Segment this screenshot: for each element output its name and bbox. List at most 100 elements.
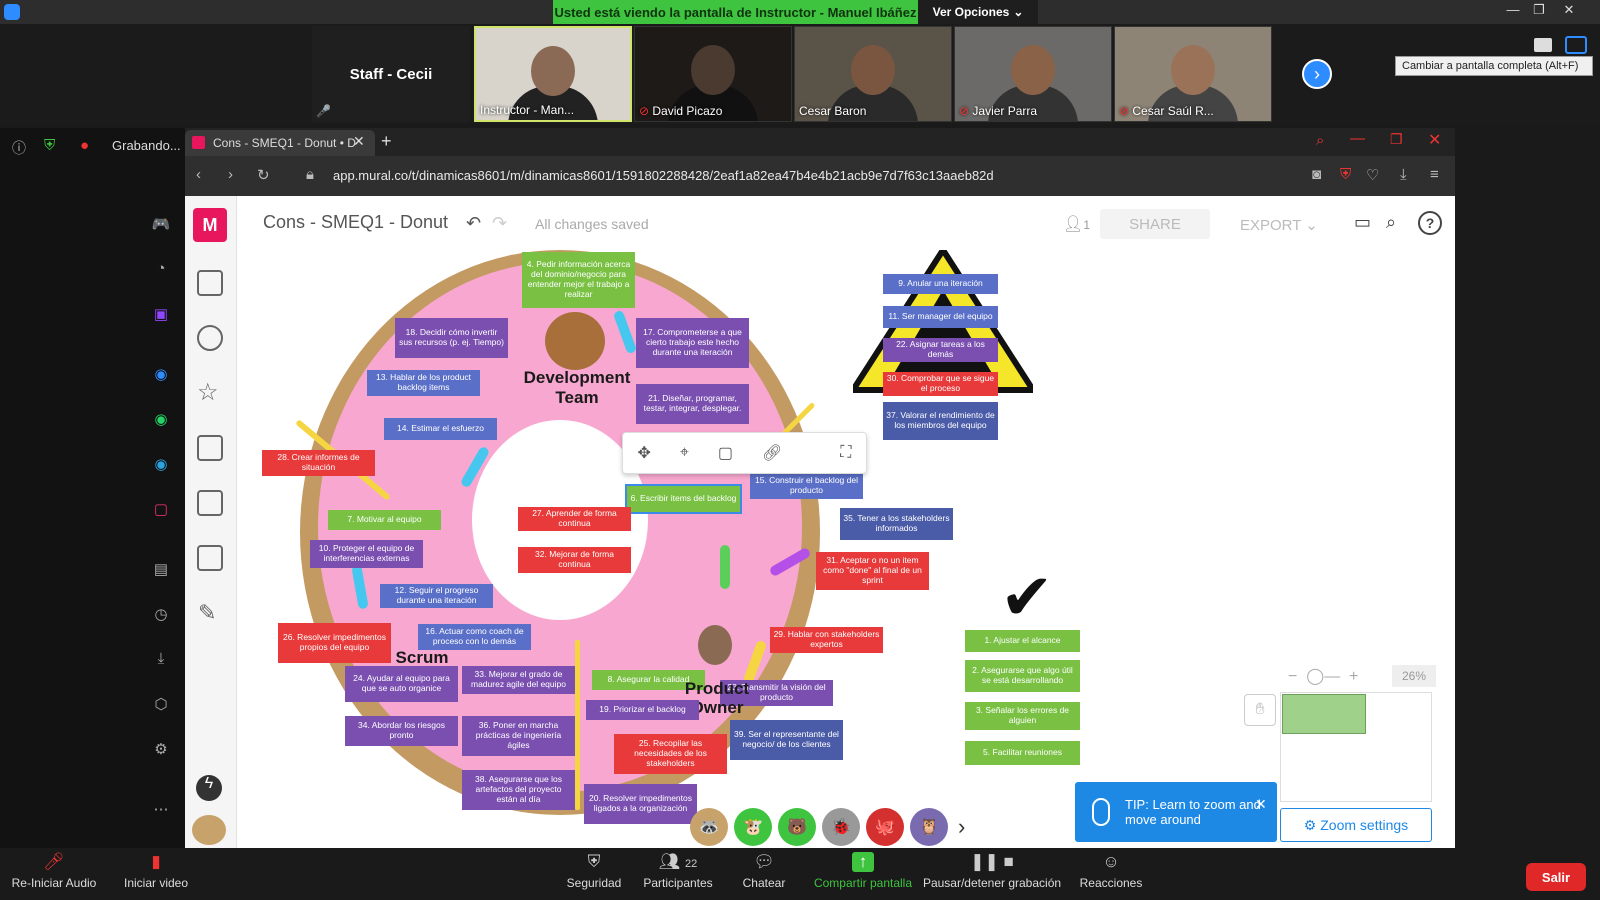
share-screen-button[interactable]: ↑Compartir pantalla [808, 852, 918, 890]
browser-minimize-icon[interactable]: — [1350, 130, 1365, 147]
sticky-note-22[interactable]: 22. Asignar tareas a los demás [883, 338, 998, 362]
frame-icon[interactable]: ▢ [717, 445, 733, 462]
vpn-shield-icon[interactable]: ⛨ [1340, 166, 1352, 183]
staff-video-tile[interactable]: Staff - Cecii [312, 26, 470, 122]
sticky-note-20[interactable]: 20. Resolver impedimentos ligados a la o… [584, 784, 697, 824]
collaborator-avatar[interactable]: 🐮 [734, 808, 772, 846]
collaborator-avatar[interactable]: 🐞 [822, 808, 860, 846]
info-icon[interactable]: ⓘ [12, 140, 26, 156]
back-icon[interactable]: ‹ [196, 166, 201, 183]
mural-title[interactable]: Cons - SMEQ1 - Donut [263, 212, 449, 232]
layout-icon[interactable] [1534, 38, 1552, 52]
sticky-note-8[interactable]: 8. Asegurar la calidad [592, 670, 705, 690]
restore-icon[interactable]: ❐ [1533, 2, 1545, 17]
sticky-note-24[interactable]: 24. Ayudar al equipo para que se auto or… [345, 666, 458, 702]
sticky-note-19[interactable]: 19. Priorizar el backlog [586, 700, 699, 720]
sticky-note-26[interactable]: 26. Resolver impedimentos propios del eq… [278, 623, 391, 663]
camera-icon[interactable]: ◙ [1312, 166, 1322, 183]
sticky-note-7[interactable]: 7. Motivar al equipo [328, 510, 441, 530]
twitch-icon[interactable]: ▣ [153, 306, 169, 323]
shapes-icon[interactable] [197, 325, 223, 351]
security-button[interactable]: ⛨Seguridad [562, 852, 626, 890]
sticky-note-5[interactable]: 5. Facilitar reuniones [965, 741, 1080, 765]
reload-icon[interactable]: ↻ [257, 167, 270, 184]
sticky-note-icon[interactable] [197, 270, 223, 296]
sticky-note-1[interactable]: 1. Ajustar el alcance [965, 630, 1080, 652]
url-field[interactable]: app.mural.co/t/dinamicas8601/m/dinamicas… [333, 168, 994, 183]
sticky-note-28[interactable]: 28. Crear informes de situación [262, 450, 375, 476]
undo-icon[interactable]: ↶ [466, 213, 482, 233]
speedometer-icon[interactable]: ◔ [156, 260, 166, 277]
search-canvas-icon[interactable]: ⌕ [1386, 212, 1397, 232]
zoom-percentage[interactable]: 26% [1392, 665, 1436, 687]
share-button[interactable]: SHARE [1100, 209, 1210, 239]
download-icon[interactable]: ⤓ [1400, 166, 1407, 183]
collaborator-avatar[interactable]: 🦉 [910, 808, 948, 846]
sticky-note-32[interactable]: 32. Mejorar de forma continua [518, 547, 631, 573]
lightning-icon[interactable]: ϟ [196, 775, 222, 801]
tab-close-icon[interactable]: ✕ [353, 133, 365, 149]
minimize-icon[interactable]: — [1506, 2, 1520, 17]
sticky-note-37[interactable]: 37. Valorar el rendimiento de los miembr… [883, 402, 998, 440]
sticky-note-12[interactable]: 12. Seguir el progreso durante una itera… [380, 584, 493, 608]
zoom-slider[interactable]: − ◯— + [1288, 668, 1359, 685]
chat-button[interactable]: 💬︎Chatear [736, 852, 792, 890]
sticky-note-33[interactable]: 33. Mejorar el grado de madurez agile de… [462, 666, 575, 694]
shield-icon[interactable]: ⛨ [44, 137, 56, 154]
sticky-note-27[interactable]: 27. Aprender de forma continua [518, 507, 631, 531]
export-button[interactable]: EXPORT ⌄ [1240, 217, 1318, 234]
sticky-note-4[interactable]: 4. Pedir información acerca del dominio/… [522, 252, 635, 308]
video-tile-cesar-saul[interactable]: ⊘ Cesar Saúl R... [1114, 26, 1272, 122]
sticky-note-39[interactable]: 39. Ser el representante del negocio/ de… [730, 720, 843, 760]
leave-button[interactable]: Salir [1526, 863, 1586, 891]
redo-icon[interactable]: ↷ [492, 213, 508, 233]
sticky-note-3[interactable]: 3. Señalar los errores de alguien [965, 702, 1080, 730]
more-icon[interactable]: ⋯ [153, 801, 169, 818]
star-icon[interactable]: ☆ [197, 379, 219, 406]
grid-icon[interactable] [197, 435, 223, 461]
users-icon[interactable]: 👤︎1 [1063, 216, 1090, 233]
sticky-note-18[interactable]: 18. Decidir cómo invertir sus recursos (… [395, 318, 508, 358]
sticky-note-38[interactable]: 38. Asegurarse que los artefactos del pr… [462, 770, 575, 810]
sticky-note-16[interactable]: 16. Actuar como coach de proceso con lo … [418, 624, 531, 650]
close-icon[interactable]: ✕ [1563, 2, 1575, 17]
crop-icon[interactable]: ⛶ [840, 444, 852, 461]
video-tile-javier[interactable]: ⊘ Javier Parra [954, 26, 1112, 122]
view-options-button[interactable]: Ver Opciones⌄ [918, 0, 1038, 24]
pencil-icon[interactable]: ✎ [198, 600, 217, 625]
video-tile-david[interactable]: ⊘ David Picazo [634, 26, 792, 122]
sticky-note-17[interactable]: 17. Comprometerse a que cierto trabajo e… [636, 318, 749, 368]
sticky-note-2[interactable]: 2. Asegurarse que algo útil se está desa… [965, 660, 1080, 692]
collaborator-avatar[interactable]: 🦝 [690, 808, 728, 846]
mural-logo-icon[interactable]: M [193, 208, 227, 242]
search-icon[interactable]: ⌕ [1316, 132, 1325, 149]
video-tile-cesar-baron[interactable]: Cesar Baron [794, 26, 952, 122]
pause-recording-button[interactable]: ❚❚ ■Pausar/detener grabación [922, 852, 1062, 890]
gamepad-icon[interactable]: 🎮 [151, 216, 171, 233]
comment-icon[interactable]: ▭ [1354, 212, 1372, 232]
new-tab-icon[interactable]: + [381, 131, 392, 151]
tip-close-icon[interactable]: ✕ [1255, 796, 1267, 812]
sticky-note-9[interactable]: 9. Anular una iteración [883, 274, 998, 294]
sticky-note-14[interactable]: 14. Estimar el esfuerzo [384, 418, 497, 440]
browser-tab[interactable]: Cons - SMEQ1 - Donut • D [185, 130, 375, 156]
move-icon[interactable]: ✥ [637, 445, 651, 462]
video-tile-instructor[interactable]: Instructor - Man... [474, 26, 632, 122]
collaborator-avatar[interactable]: 🐻 [778, 808, 816, 846]
browser-close-icon[interactable]: ✕ [1428, 132, 1442, 149]
menu-icon[interactable]: ≡ [1430, 166, 1439, 183]
sticky-note-11[interactable]: 11. Ser manager del equipo [883, 306, 998, 328]
sticky-note-21[interactable]: 21. Diseñar, programar, testar, integrar… [636, 384, 749, 424]
news-icon[interactable]: ▤ [153, 561, 169, 578]
fullscreen-icon[interactable] [1565, 36, 1587, 54]
instagram-icon[interactable]: ▢ [153, 501, 169, 518]
help-icon[interactable]: ? [1418, 211, 1442, 235]
audio-button[interactable]: 🎤︎Re-Iniciar Audio [10, 852, 98, 890]
collaborator-avatar[interactable]: 🐙 [866, 808, 904, 846]
heart-icon[interactable]: ♡ [1366, 167, 1380, 184]
minimap-viewport[interactable] [1282, 694, 1366, 734]
download-icon[interactable]: ⤓ [157, 650, 165, 667]
zoom-settings-button[interactable]: ⚙ Zoom settings [1280, 808, 1432, 842]
upload-icon[interactable] [197, 545, 223, 571]
